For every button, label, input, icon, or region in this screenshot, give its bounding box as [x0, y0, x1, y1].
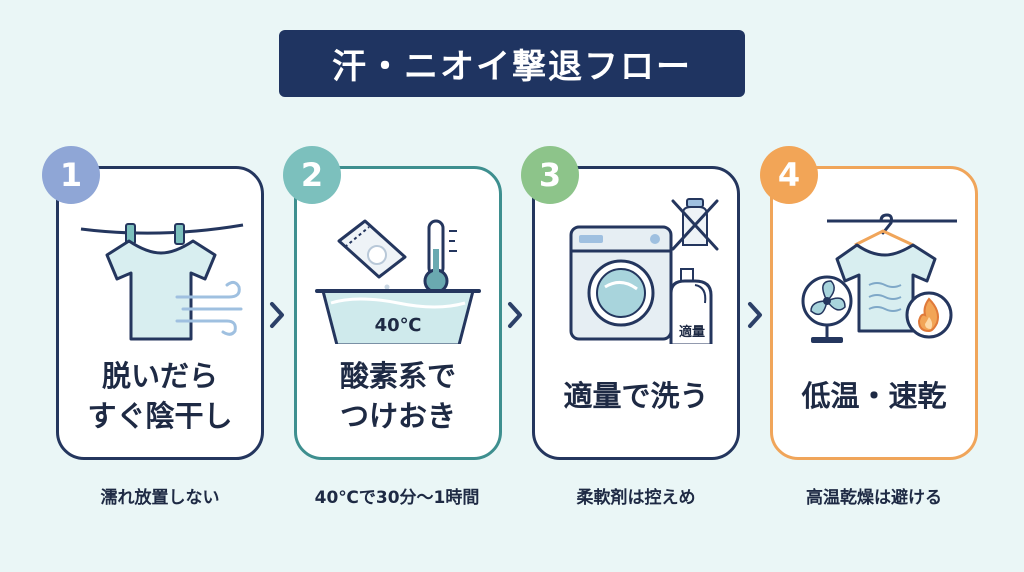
detergent-packet-icon	[337, 219, 407, 299]
flame-icon	[905, 291, 953, 339]
step-1-card: 脱いだら すぐ陰干し	[56, 166, 264, 460]
step-3-label: 適量で洗う	[563, 379, 709, 413]
chevron-right-icon	[740, 297, 770, 333]
step-3-caption: 柔軟剤は控えめ	[576, 488, 696, 508]
step-1-caption: 濡れ放置しない	[100, 488, 220, 508]
bottle-amount-label: 適量	[678, 325, 705, 340]
step-3-number-badge: 3	[521, 146, 579, 204]
step-2-number-badge: 2	[283, 146, 341, 204]
tub-temperature-label: 40℃	[374, 315, 422, 336]
chevron-right-icon	[262, 297, 292, 333]
step-2-caption: 40℃で30分〜1時間	[314, 488, 480, 508]
fan-icon	[801, 275, 853, 343]
crossed-out-bottle-icon	[671, 198, 719, 251]
t-shirt-on-clothesline-icon	[80, 223, 244, 341]
washing-machine-icon	[569, 225, 673, 341]
wind-icon	[175, 280, 243, 336]
wash-tub-icon	[315, 289, 481, 344]
step-4-label: 低温・速乾	[801, 379, 947, 413]
detergent-bottle-icon	[669, 268, 713, 344]
step-4-caption: 高温乾燥は避ける	[806, 488, 942, 508]
step-3-card: 適量 適量で洗う	[532, 166, 740, 460]
step-2-label: 酸素系で つけおき	[339, 359, 456, 433]
step-4-number-badge: 4	[760, 146, 818, 204]
step-1-number-badge: 1	[42, 146, 100, 204]
step-4-card: 低温・速乾	[770, 166, 978, 460]
chevron-right-icon	[500, 297, 530, 333]
page-title: 汗・ニオイ撃退フロー	[279, 30, 745, 97]
thermometer-icon	[423, 219, 457, 294]
step-1-label: 脱いだら すぐ陰干し	[87, 359, 233, 433]
step-2-card: 40℃ 酸素系で つけおき	[294, 166, 502, 460]
